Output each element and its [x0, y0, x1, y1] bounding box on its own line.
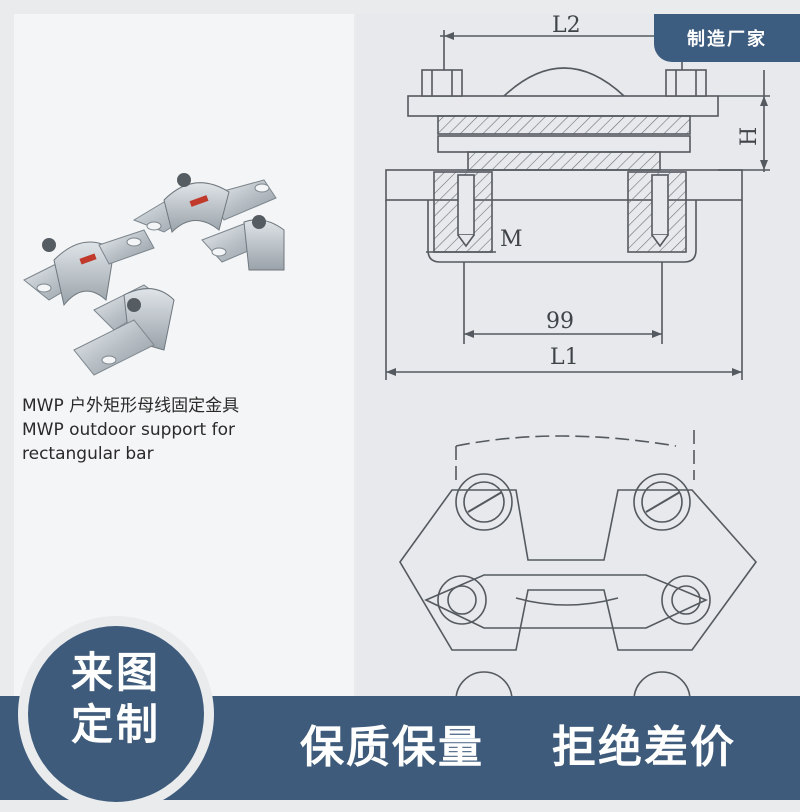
top-view-drawing [399, 430, 758, 714]
custom-order-circle: 来图 定制 [28, 626, 204, 802]
caption-english-line1: MWP outdoor support for [22, 420, 236, 440]
dim-label-l1: L1 [550, 345, 579, 370]
dim-label-m: M [500, 227, 523, 252]
slogan-quality: 保质保量 [300, 722, 484, 773]
manufacturer-badge: 制造厂家 [654, 14, 800, 62]
product-photo [23, 173, 285, 376]
technical-drawing: L2 H M 99 L1 [385, 13, 770, 714]
fitting-back [132, 173, 285, 271]
product-caption: MWP 户外矩形母线固定金具 MWP outdoor support for r… [22, 394, 342, 466]
caption-chinese: MWP 户外矩形母线固定金具 [22, 396, 240, 416]
dim-label-99: 99 [546, 309, 574, 334]
dim-label-l2: L2 [552, 13, 581, 38]
product-photo-panel [14, 14, 354, 714]
slogan-no-price-gap: 拒绝差价 [552, 722, 736, 773]
caption-english-line2: rectangular bar [22, 444, 154, 464]
circle-text-line2: 定制 [70, 700, 161, 749]
circle-text-line1: 来图 [70, 648, 161, 697]
dim-label-h: H [737, 127, 762, 146]
fitting-front [23, 229, 175, 376]
